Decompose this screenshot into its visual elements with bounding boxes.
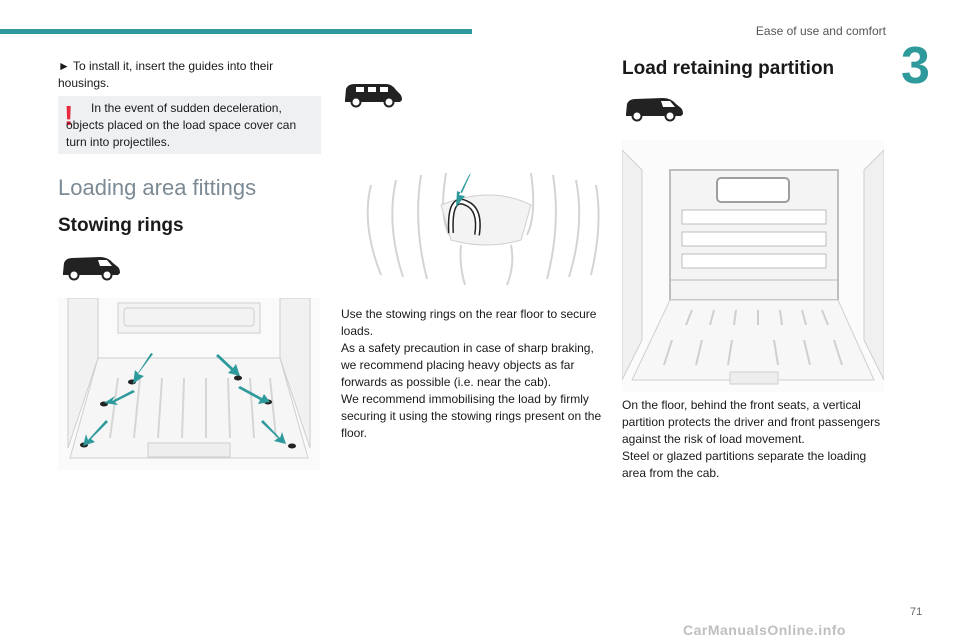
load-partition-illustration <box>622 140 884 392</box>
minibus-icon <box>345 84 402 108</box>
load-partition-title: Load retaining partition <box>622 58 835 79</box>
stowing-para-2: As a safety precaution in case of sharp … <box>341 341 594 389</box>
stowing-rings-floor-illustration <box>58 298 320 470</box>
van-icon <box>63 257 120 281</box>
page-number: 71 <box>910 606 923 618</box>
warning-text: In the event of sudden deceleration, obj… <box>66 101 297 149</box>
header-title: Ease of use and comfort <box>755 24 886 38</box>
chapter-number: 3 <box>901 37 930 95</box>
section-title: Loading area fittings <box>58 175 257 200</box>
stowing-para-3: We recommend immobilising the load by fi… <box>341 392 602 440</box>
watermark: CarManualsOnline.info <box>683 622 846 638</box>
install-instruction: ► To install it, insert the guides into … <box>58 58 320 92</box>
partition-para-2: Steel or glazed partitions separate the … <box>622 449 867 480</box>
stowing-rings-description: Use the stowing rings on the rear floor … <box>341 306 603 442</box>
warning-box: ! In the event of sudden deceleration, o… <box>58 96 321 154</box>
install-text: ► To install it, insert the guides into … <box>58 59 274 90</box>
warning-icon: ! <box>64 100 74 131</box>
van-icon <box>626 98 683 122</box>
stowing-rings-title: Stowing rings <box>58 215 184 236</box>
stowing-ring-closeup-illustration <box>341 125 601 297</box>
stowing-para-1: Use the stowing rings on the rear floor … <box>341 307 597 338</box>
partition-para-1: On the floor, behind the front seats, a … <box>622 398 881 446</box>
header-accent-bar <box>0 29 472 34</box>
load-partition-description: On the floor, behind the front seats, a … <box>622 397 884 482</box>
